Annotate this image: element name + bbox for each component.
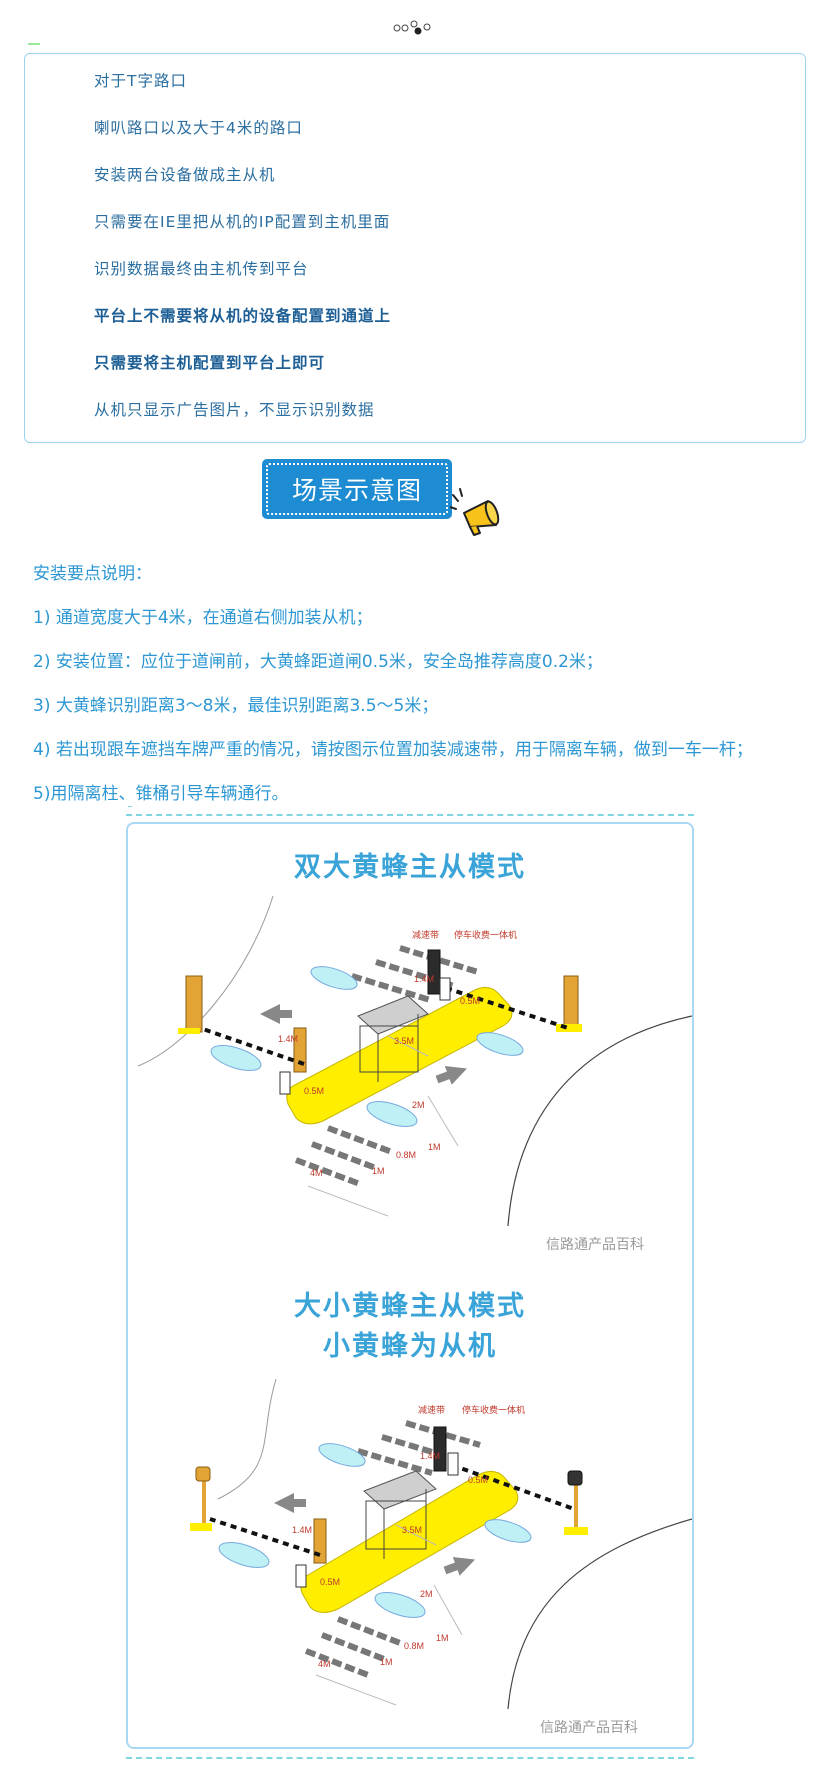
notes-box: 对于T字路口 喇叭路口以及大于4米的路口 安装两台设备做成主从机 只需要在IE里… (24, 53, 806, 443)
label-1-4m: 1.4M (278, 1034, 298, 1044)
camera-pillar-icon (313, 1518, 327, 1564)
camera-pillar-icon (185, 975, 203, 1033)
label-1m: 1M (428, 1142, 441, 1152)
diagram2-scene: 减速带 停车收费一体机 1.4M 1.4M 3.5M 0.5M 0.5M 2M … (190, 1379, 692, 1709)
label-2m: 2M (412, 1100, 425, 1110)
speed-bumps-bottom (294, 1125, 394, 1187)
label-0-5m: 0.5M (304, 1086, 324, 1096)
note-item: 安装两台设备做成主从机 (94, 166, 276, 184)
label-1m: 1M (436, 1633, 449, 1643)
note-item: 喇叭路口以及大于4米的路口 (94, 119, 303, 137)
instruction-item: 5)用隔离柱、锥桶引导车辆通行。 (33, 784, 289, 804)
small-camera-pole-icon (202, 1477, 206, 1525)
label-kiosk: 停车收费一体机 (454, 929, 517, 940)
label-0-8m: 0.8M (396, 1150, 416, 1160)
barrier-arm-left (209, 1517, 321, 1557)
dashed-divider-top (126, 814, 694, 816)
label-1m: 1M (380, 1657, 393, 1667)
label-4m: 4M (310, 1168, 323, 1178)
instruction-item: 2) 安装位置：应位于道闸前，大黄蜂距道闸0.5米，安全岛推荐高度0.2米； (33, 652, 603, 672)
label-0-5m: 0.5M (460, 996, 480, 1006)
accent-dash (28, 43, 40, 45)
divider-mark (128, 806, 132, 807)
small-camera-pole-icon (574, 1481, 578, 1529)
label-kiosk: 停车收费一体机 (462, 1404, 525, 1415)
note-item-bold: 平台上不需要将从机的设备配置到通道上 (94, 307, 392, 325)
instruction-item: 4) 若出现跟车遮挡车牌严重的情况，请按图示位置加装减速带，用于隔离车辆，做到一… (33, 740, 753, 760)
scene-diagram-label: 场景示意图 (291, 476, 422, 505)
label-speed-bump: 减速带 (412, 929, 439, 940)
booth-icon (357, 995, 429, 1082)
instruction-item: 3) 大黄蜂识别距离3～8米，最佳识别距离3.5～5米； (33, 696, 439, 716)
label-1-4m: 1.4M (414, 974, 434, 984)
label-1-4m: 1.4M (292, 1525, 312, 1535)
diagram1-scene: 减速带 停车收费一体机 1.4M 1.4M 3.5M 0.5M 0.5M 2M … (137, 896, 692, 1226)
arrow-left-icon (260, 1004, 292, 1024)
kiosk-icon (433, 1426, 447, 1472)
label-4m: 4M (318, 1659, 331, 1669)
diagram1-title: 双大黄蜂主从模式 (294, 852, 526, 883)
label-3-5m: 3.5M (402, 1525, 422, 1535)
note-item: 从机只显示广告图片，不显示识别数据 (94, 401, 375, 419)
arrow-right-icon (443, 1556, 476, 1576)
watermark: 信路通产品百科 (540, 1720, 638, 1736)
kiosk-icon (427, 949, 441, 995)
scene-diagram-button: 场景示意图 (262, 459, 452, 519)
note-item: 对于T字路口 (94, 72, 187, 90)
camera-pillar-icon (563, 975, 579, 1027)
speed-bumps-top (357, 1420, 481, 1476)
instruction-item: 1) 通道宽度大于4米，在通道右侧加装从机； (33, 608, 373, 628)
note-item: 识别数据最终由主机传到平台 (94, 260, 309, 278)
note-item: 只需要在IE里把从机的IP配置到主机里面 (94, 213, 391, 231)
speed-bumps-bottom (304, 1616, 402, 1678)
dashed-divider-bottom (126, 1757, 694, 1759)
note-item-bold: 只需要将主机配置到平台上即可 (94, 354, 326, 372)
barrier-arm-left (199, 1026, 305, 1066)
diagram2-subtitle: 小黄蜂为从机 (323, 1331, 497, 1362)
arrow-right-icon (435, 1065, 468, 1085)
loading-dots-icon (393, 20, 431, 35)
label-3-5m: 3.5M (394, 1036, 414, 1046)
label-1m: 1M (372, 1166, 385, 1176)
label-0-5m: 0.5M (468, 1475, 488, 1485)
camera-pillar-icon (293, 1027, 307, 1073)
diagram2-title: 大小黄蜂主从模式 (294, 1291, 526, 1322)
label-0-8m: 0.8M (404, 1641, 424, 1651)
watermark: 信路通产品百科 (546, 1237, 644, 1253)
label-0-5m: 0.5M (320, 1577, 340, 1587)
megaphone-icon (450, 488, 500, 536)
booth-icon (363, 1470, 437, 1559)
instructions-heading: 安装要点说明： (33, 564, 152, 584)
scene-diagram-image: 双大黄蜂主从模式 (126, 822, 694, 1749)
label-2m: 2M (420, 1589, 433, 1599)
arrow-left-icon (274, 1493, 306, 1513)
label-1-4m: 1.4M (420, 1451, 440, 1461)
label-speed-bump: 减速带 (418, 1404, 445, 1415)
